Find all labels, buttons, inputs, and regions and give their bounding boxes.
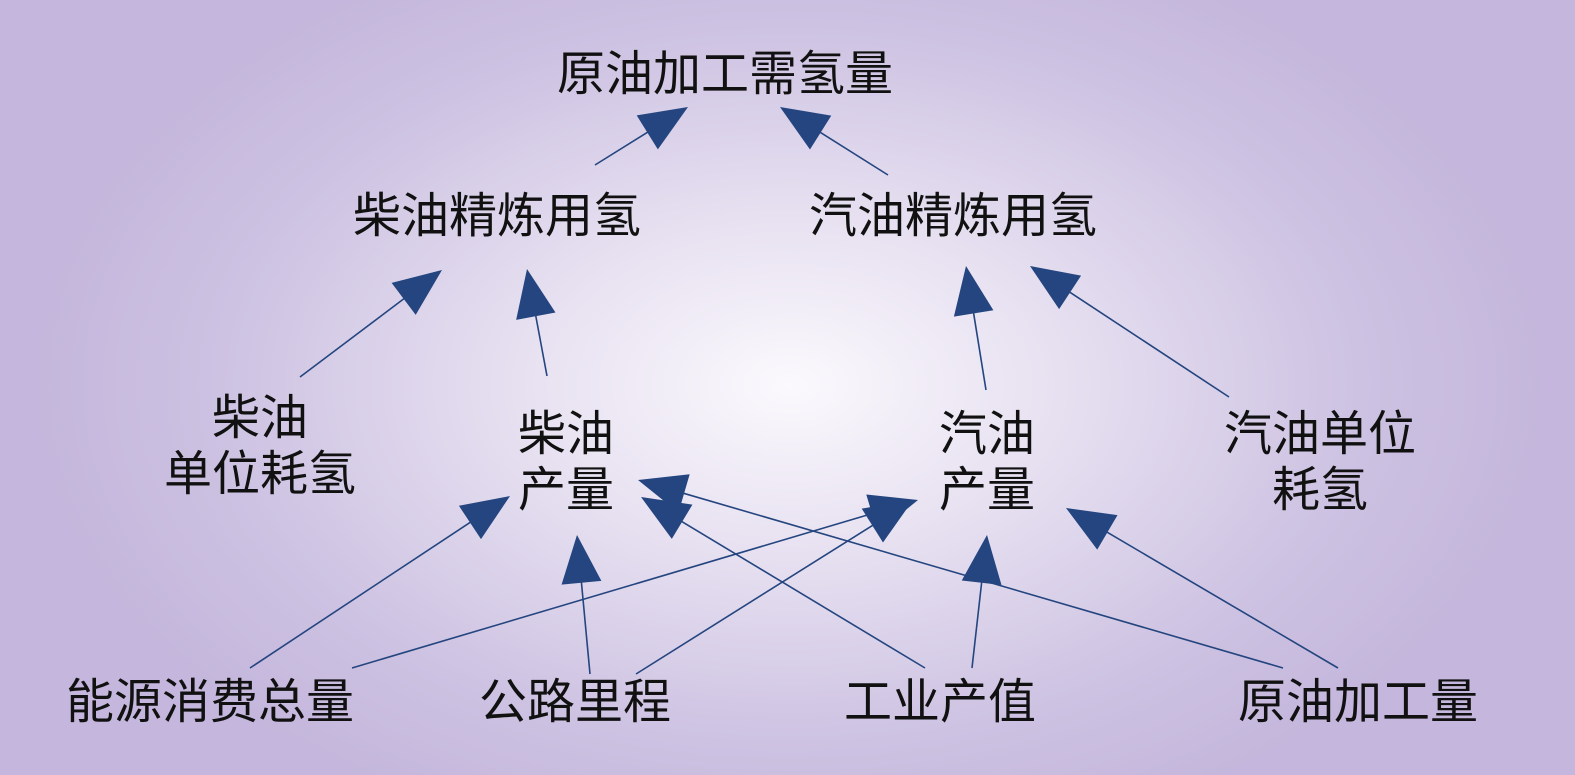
node-gasoline-unit-hydrogen: 汽油单位 耗氢 — [1224, 406, 1416, 518]
arrow-shaft — [580, 578, 591, 675]
node-label: 原油加工量 — [1237, 674, 1479, 730]
node-diesel-refining-hydrogen: 柴油精炼用氢 — [353, 188, 641, 244]
arrow-diesel_unit-to-diesel_refine — [299, 270, 442, 378]
arrow-head — [638, 474, 690, 513]
node-gasoline-refining-hydrogen: 汽油精炼用氢 — [809, 188, 1097, 244]
arrow-head — [561, 535, 602, 585]
arrow-gas_unit-to-gas_refine — [1030, 266, 1230, 398]
arrow-shaft — [635, 522, 877, 675]
arrow-energy-to-diesel_out — [249, 496, 510, 669]
node-label: 原油加工需氢量 — [556, 46, 894, 102]
arrow-head — [861, 500, 913, 543]
arrow-shaft — [351, 511, 877, 669]
node-road-mileage: 公路里程 — [479, 674, 671, 730]
node-label: 能源消费总量 — [65, 674, 355, 730]
arrow-road-to-gas_out — [635, 500, 913, 675]
arrow-head — [780, 107, 832, 150]
arrow-shaft — [971, 578, 983, 669]
node-label: 柴油精炼用氢 — [352, 188, 642, 244]
node-label-line2: 单位耗氢 — [163, 446, 357, 502]
node-total-energy-consumption: 能源消费总量 — [66, 674, 354, 730]
arrow-industry-to-gas_out — [961, 535, 1002, 669]
node-industrial-output: 工业产值 — [844, 674, 1036, 730]
arrow-head — [961, 535, 1002, 585]
arrow-energy-to-gas_out — [351, 494, 918, 669]
node-label-line1: 柴油 — [517, 406, 615, 462]
arrow-diesel_refine-to-top — [594, 107, 688, 166]
arrow-crude-to-diesel_out — [638, 474, 1284, 669]
arrow-road-to-diesel_out — [561, 535, 602, 675]
arrow-shaft — [678, 519, 926, 669]
node-label-line2: 产量 — [938, 462, 1036, 518]
arrow-shaft — [1103, 529, 1339, 669]
arrow-head — [641, 497, 693, 539]
arrow-diesel_out-to-diesel_refine — [516, 269, 556, 377]
arrow-gas_out-to-gas_refine — [953, 266, 994, 391]
node-label: 工业产值 — [843, 674, 1037, 730]
arrow-head — [458, 496, 510, 540]
node-label-line2: 产量 — [517, 462, 615, 518]
node-label: 公路里程 — [478, 674, 672, 730]
arrow-head — [516, 269, 556, 320]
arrow-head — [636, 107, 688, 150]
arrow-crude-to-gas_out — [1066, 508, 1339, 669]
arrow-shaft — [594, 129, 652, 166]
arrow-shaft — [299, 295, 408, 378]
arrow-shaft — [680, 491, 1284, 669]
node-label: 汽油精炼用氢 — [808, 188, 1098, 244]
arrow-shaft — [534, 312, 548, 377]
node-label-line1: 汽油 — [938, 406, 1036, 462]
node-crude-hydrogen-demand: 原油加工需氢量 — [557, 46, 893, 102]
node-label-line1: 柴油 — [211, 390, 309, 446]
node-label-line2: 耗氢 — [1271, 462, 1369, 518]
arrow-head — [1030, 266, 1082, 310]
arrow-shaft — [816, 129, 889, 176]
arrow-head — [391, 270, 442, 315]
node-crude-processing-volume: 原油加工量 — [1238, 674, 1478, 730]
node-gasoline-output: 汽油 产量 — [939, 406, 1035, 518]
arrow-head — [953, 266, 994, 317]
arrow-head — [1066, 508, 1118, 550]
node-diesel-output: 柴油 产量 — [518, 406, 614, 518]
node-label-line1: 汽油单位 — [1223, 406, 1417, 462]
arrow-shaft — [249, 519, 474, 669]
arrow-shaft — [972, 309, 987, 391]
node-diesel-unit-hydrogen: 柴油 单位耗氢 — [164, 390, 356, 502]
arrow-gas_refine-to-top — [780, 107, 889, 176]
arrow-shaft — [1066, 289, 1230, 398]
